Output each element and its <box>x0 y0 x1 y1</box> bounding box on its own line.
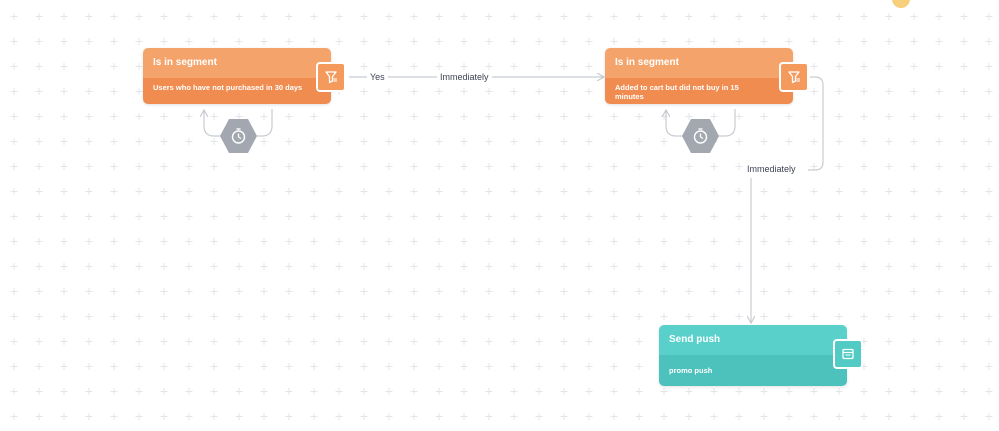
edge-immediately-2 <box>751 76 824 322</box>
send-push-node[interactable]: Send push promo push <box>659 325 847 386</box>
node-title: Is in segment <box>143 48 331 78</box>
timer-icon <box>693 128 708 144</box>
loop-timer-2[interactable] <box>681 118 720 154</box>
edge-label-yes[interactable]: Yes <box>367 72 388 83</box>
timer-icon <box>231 128 246 144</box>
node-description: promo push <box>659 355 847 386</box>
loop-1-connector <box>204 109 273 137</box>
node-description: Added to cart but did not buy in 15 minu… <box>605 78 793 104</box>
edge-label-immediately[interactable]: Immediately <box>437 72 492 83</box>
loop-2-connector <box>666 109 736 137</box>
loop-timer-1[interactable] <box>219 118 258 154</box>
segment-node-1[interactable]: Is in segment Users who have not purchas… <box>143 48 331 104</box>
segment-filter-icon[interactable] <box>779 62 809 92</box>
edge-label-immediately[interactable]: Immediately <box>744 164 799 175</box>
user-avatar[interactable] <box>892 0 910 8</box>
push-notification-icon[interactable] <box>833 339 863 369</box>
node-title: Is in segment <box>605 48 793 78</box>
node-description: Users who have not purchased in 30 days <box>143 78 331 104</box>
segment-filter-icon[interactable] <box>316 62 346 92</box>
node-title: Send push <box>659 325 847 355</box>
segment-node-2[interactable]: Is in segment Added to cart but did not … <box>605 48 793 104</box>
